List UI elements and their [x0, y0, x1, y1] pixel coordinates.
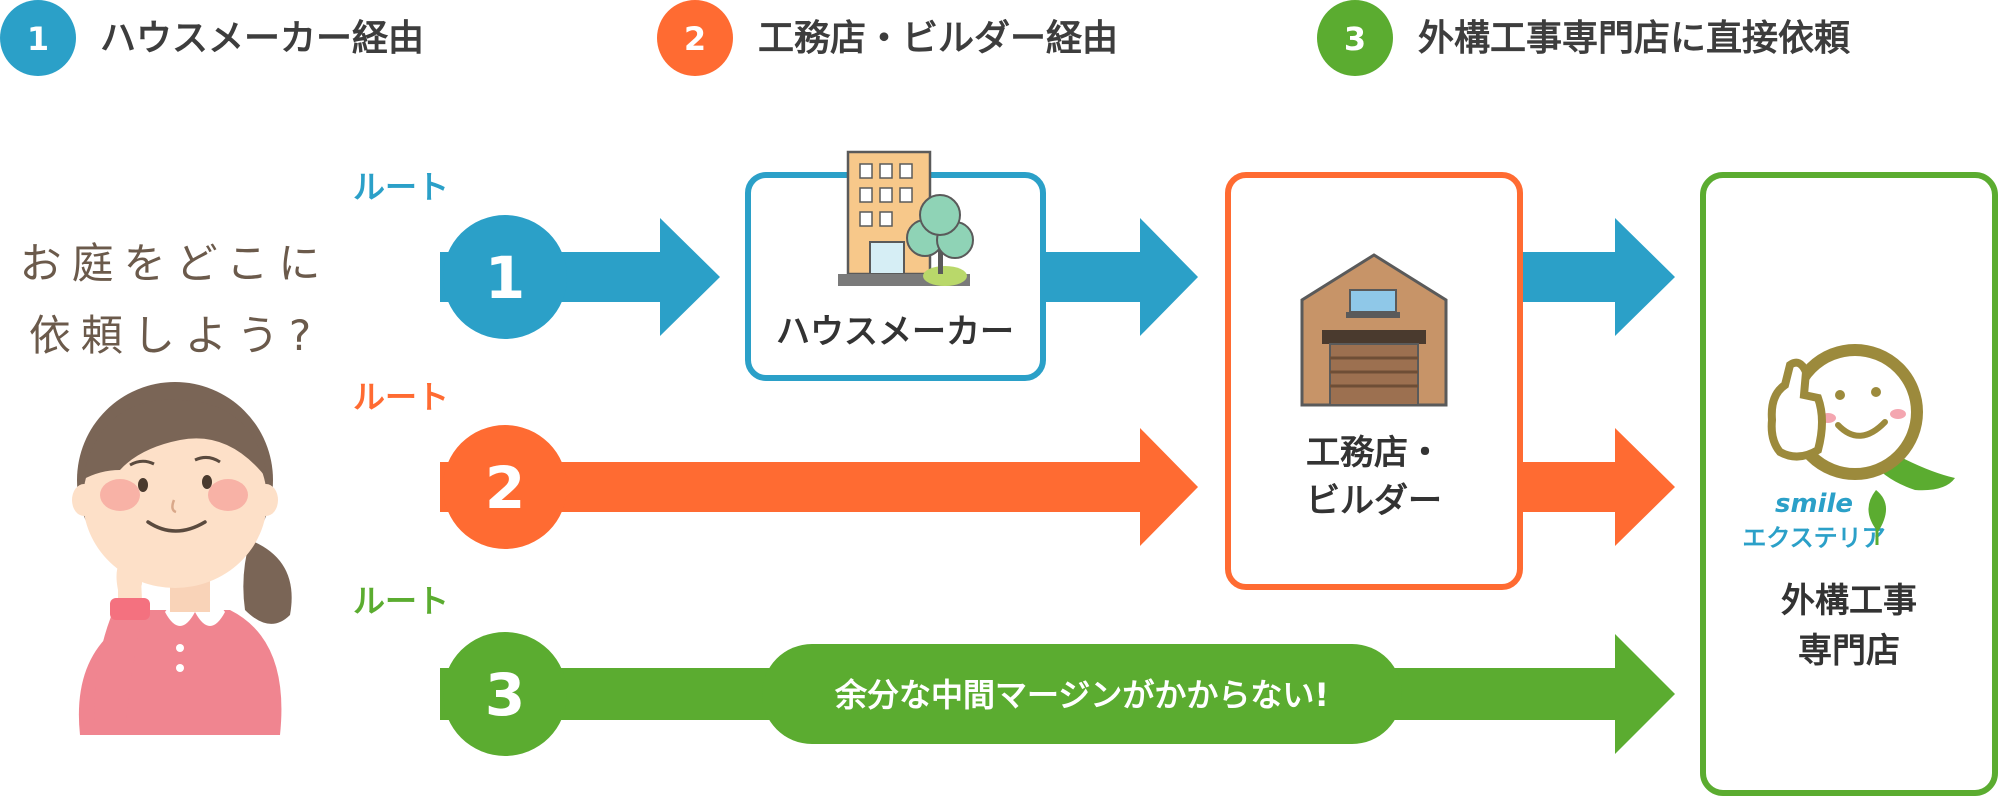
- legend: 1 ハウスメーカー経由 2 工務店・ビルダー経由 3 外構工事専門店に直接依頼: [0, 0, 1851, 76]
- node-builder: 工務店・ ビルダー: [1225, 172, 1523, 590]
- route-2-badge: [443, 425, 567, 549]
- route-2-label: ルート: [353, 378, 449, 416]
- legend-item-3: 3 外構工事専門店に直接依頼: [1317, 0, 1851, 76]
- route-1-arrow-a: [440, 218, 720, 336]
- route-3-label: ルート: [353, 582, 449, 620]
- route-3-note-pill: [762, 644, 1402, 744]
- legend-item-1: 1 ハウスメーカー経由: [0, 0, 424, 76]
- node-house-maker-label: ハウスメーカー: [776, 312, 1014, 352]
- legend-number-1: 1: [27, 20, 49, 58]
- logo-exterior-text: エクステリア: [1742, 524, 1885, 552]
- logo-smile-text: smile: [1775, 489, 1853, 519]
- node-builder-label-2: ビルダー: [1306, 481, 1442, 521]
- route-1-number: 1: [485, 244, 525, 312]
- route-1-badge: [443, 215, 567, 339]
- node-specialist-label-2: 専門店: [1798, 631, 1900, 671]
- leaf-icon: [1868, 490, 1887, 545]
- route-1-arrow-c: [1520, 218, 1675, 336]
- question-line-1: お庭をどこに: [20, 239, 331, 288]
- thinking-woman-illustration: [72, 382, 292, 735]
- route-1-arrow-b: [1040, 218, 1198, 336]
- question: お庭をどこに 依頼しよう?: [20, 239, 331, 360]
- route-1-label: ルート: [353, 168, 449, 206]
- node-house-maker: ハウスメーカー: [745, 150, 1046, 381]
- question-line-2: 依頼しよう?: [29, 311, 321, 360]
- route-2-arrows: 2: [440, 425, 1675, 549]
- route-2-arrow-b: [1520, 428, 1675, 546]
- legend-number-2: 2: [684, 20, 706, 58]
- legend-label-2: 工務店・ビルダー経由: [758, 18, 1118, 59]
- node-builder-label-1: 工務店・: [1306, 433, 1442, 473]
- legend-number-3: 3: [1344, 20, 1366, 58]
- route-3-note: 余分な中間マージンがかからない!: [834, 676, 1329, 714]
- node-specialist: smile エクステリア 外構工事 専門店: [1700, 172, 1998, 796]
- route-3-badge: [443, 632, 567, 756]
- route-2-number: 2: [485, 454, 525, 522]
- smile-thumbs-up-icon: [1767, 344, 1955, 491]
- route-2-arrow-a: [440, 428, 1198, 546]
- route-3-number: 3: [485, 661, 525, 729]
- legend-label-3: 外構工事専門店に直接依頼: [1418, 18, 1851, 59]
- legend-badge-3: [1317, 0, 1393, 76]
- route-3-arrows: 余分な中間マージンがかからない! 3: [440, 632, 1675, 756]
- legend-badge-1: [0, 0, 76, 76]
- route-1-arrows: 1: [440, 215, 1675, 339]
- building-icon: [838, 150, 970, 286]
- warehouse-icon: [1300, 253, 1448, 407]
- node-specialist-label-1: 外構工事: [1781, 581, 1917, 621]
- legend-label-1: ハウスメーカー経由: [100, 18, 424, 59]
- legend-item-2: 2 工務店・ビルダー経由: [657, 0, 1118, 76]
- legend-badge-2: [657, 0, 733, 76]
- tree-icon: [906, 194, 974, 286]
